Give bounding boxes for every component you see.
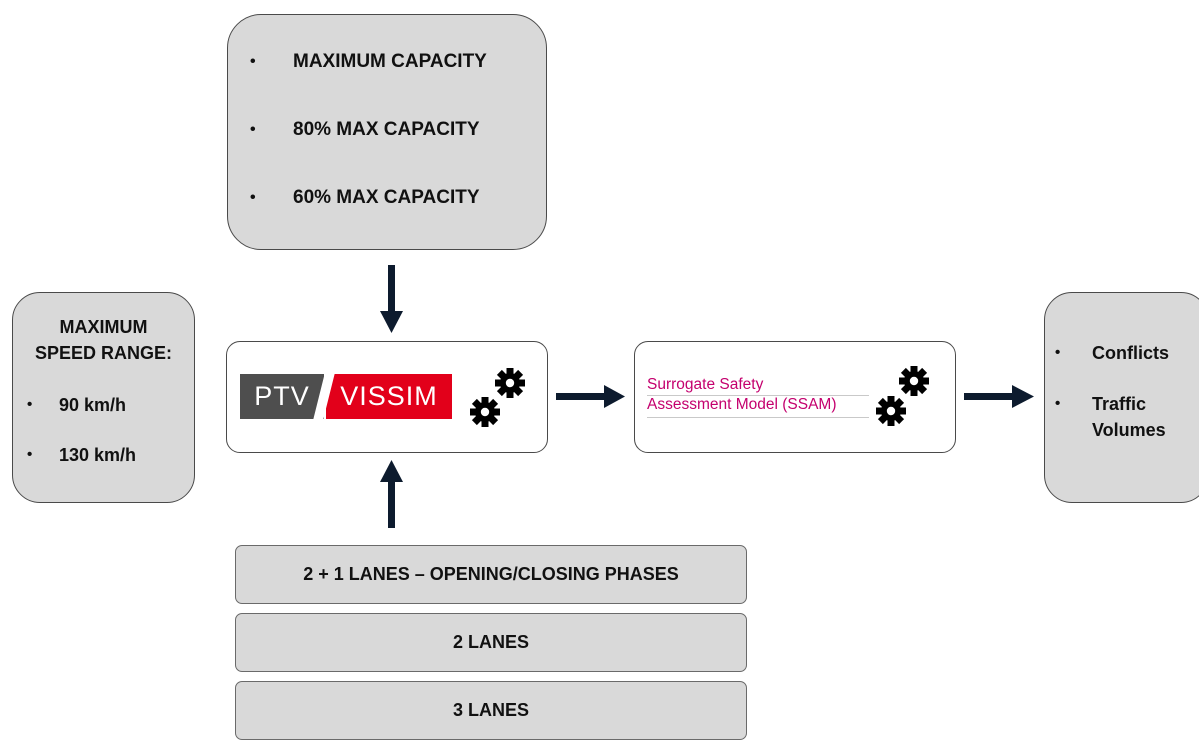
bullet: • — [27, 446, 33, 463]
speed-list: •90 km/h •130 km/h — [13, 393, 194, 493]
output-item: •Traffic Volumes — [1045, 391, 1172, 443]
capacity-item: •60% MAX CAPACITY — [250, 187, 480, 208]
bullet: • — [1055, 395, 1061, 412]
speed-box: MAXIMUM SPEED RANGE: •90 km/h •130 km/h — [12, 292, 195, 503]
output-box: •Conflicts •Traffic Volumes — [1044, 292, 1199, 503]
capacity-list: •MAXIMUM CAPACITY •80% MAX CAPACITY •60%… — [228, 15, 546, 254]
lane-config-3-lanes: 3 LANES — [235, 681, 747, 740]
gears-icon — [876, 366, 929, 426]
gears-icon — [470, 368, 525, 427]
vissim-box: PTV VISSIM — [226, 341, 548, 453]
output-list: •Conflicts •Traffic Volumes — [1045, 340, 1199, 443]
ssam-rule — [647, 417, 869, 418]
bullet: • — [250, 121, 256, 138]
speed-item: •130 km/h — [27, 445, 137, 465]
bullet: • — [1055, 344, 1061, 361]
bullet: • — [250, 53, 256, 70]
ssam-logo-text: Surrogate Safety Assessment Model (SSAM) — [647, 376, 837, 413]
ptv-logo-text: PTV — [240, 374, 324, 419]
arrow-right-vissim-to-ssam — [556, 385, 625, 408]
arrow-right-ssam-to-output — [964, 385, 1034, 408]
output-item: •Conflicts — [1045, 340, 1199, 366]
capacity-item: •MAXIMUM CAPACITY — [250, 51, 487, 72]
vissim-logo-text: VISSIM — [326, 374, 452, 419]
ssam-box: Surrogate Safety Assessment Model (SSAM) — [634, 341, 956, 453]
capacity-item: •80% MAX CAPACITY — [250, 119, 480, 140]
bullet: • — [27, 396, 33, 413]
ssam-rule — [647, 395, 869, 396]
lane-config-2-lanes: 2 LANES — [235, 613, 747, 672]
lane-config-2plus1: 2 + 1 LANES – OPENING/CLOSING PHASES — [235, 545, 747, 604]
speed-title: MAXIMUM SPEED RANGE: — [34, 317, 173, 363]
capacity-box: •MAXIMUM CAPACITY •80% MAX CAPACITY •60%… — [227, 14, 547, 250]
speed-item: •90 km/h — [27, 395, 127, 415]
arrow-down-capacity-to-vissim — [380, 265, 403, 333]
bullet: • — [250, 189, 256, 206]
arrow-up-lanes-to-vissim — [380, 460, 403, 528]
